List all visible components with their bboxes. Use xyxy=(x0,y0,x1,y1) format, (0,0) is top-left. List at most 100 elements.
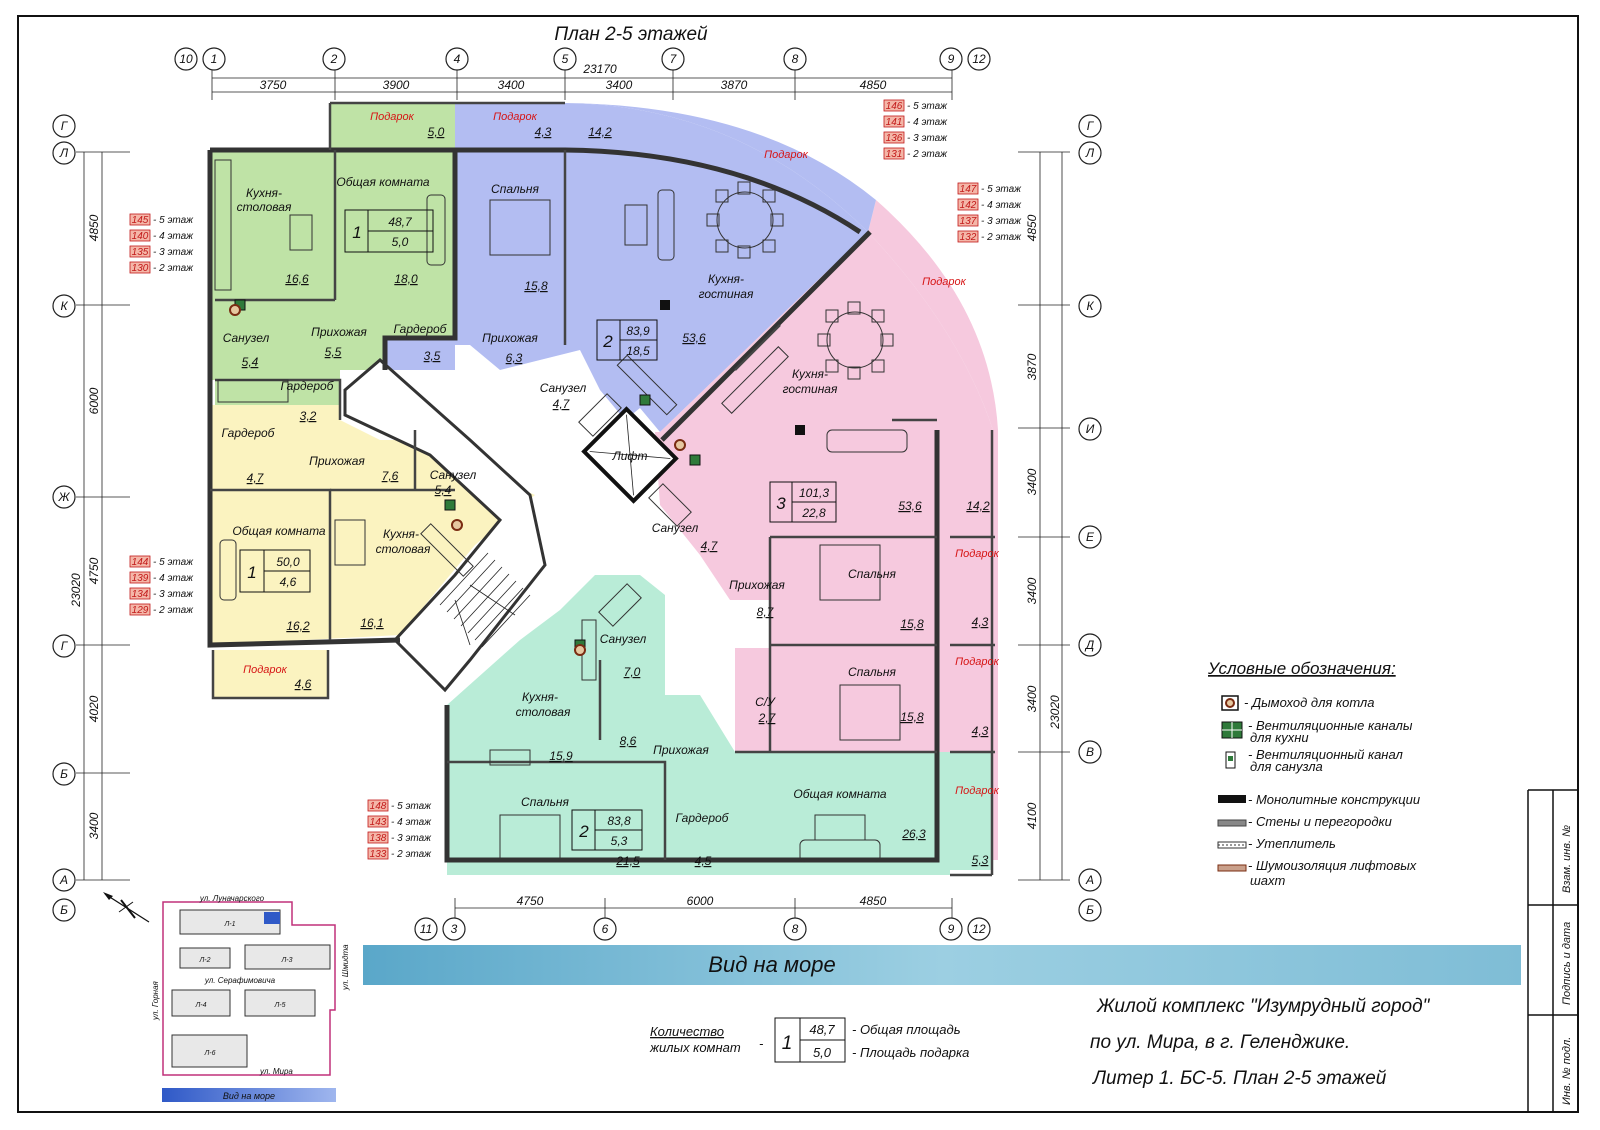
svg-text:83,9: 83,9 xyxy=(626,324,650,338)
svg-text:Г: Г xyxy=(1087,119,1095,133)
svg-text:16,6: 16,6 xyxy=(285,272,309,286)
apartment-5-badge[interactable]: 2 83,8 5,3 xyxy=(571,809,643,851)
svg-text:Прихожая: Прихожая xyxy=(311,325,367,339)
apartment-3-labels: Подарок Кухня- гостиная 53,6 14,2 Санузе… xyxy=(652,276,1000,738)
apartment-1-badge[interactable]: 1 48,7 5,0 xyxy=(344,209,434,253)
sheet-frame xyxy=(17,15,1579,1113)
svg-text:столовая: столовая xyxy=(516,705,571,719)
svg-text:ул. Луначарского: ул. Луначарского xyxy=(199,894,265,903)
apartment-2-badge[interactable]: 2 83,9 18,5 xyxy=(596,319,658,361)
dim-total-top: 23170 xyxy=(582,62,617,76)
svg-text:Л-3: Л-3 xyxy=(280,957,292,964)
svg-text:гостиная: гостиная xyxy=(783,382,838,396)
svg-text:143: 143 xyxy=(370,817,387,828)
svg-text:Количество: Количество xyxy=(650,1024,724,1039)
svg-text:18,5: 18,5 xyxy=(626,344,650,358)
svg-text:4,6: 4,6 xyxy=(295,677,312,691)
svg-text:Прихожая: Прихожая xyxy=(482,331,538,345)
svg-text:9: 9 xyxy=(948,52,955,66)
svg-text:Л-2: Л-2 xyxy=(198,957,210,964)
svg-text:- Общая площадь: - Общая площадь xyxy=(852,1022,961,1037)
floor-list-apt1: 145- 5 этаж 140- 4 этаж 135- 3 этаж 130-… xyxy=(129,213,194,274)
stair-core xyxy=(343,358,547,693)
svg-text:ул. Мира: ул. Мира xyxy=(259,1067,293,1076)
svg-text:10: 10 xyxy=(179,52,193,66)
svg-text:53,6: 53,6 xyxy=(898,499,922,513)
dim-top: 4850 xyxy=(860,78,887,92)
svg-text:- 2 этаж: - 2 этаж xyxy=(153,263,194,274)
apartment-3-badge[interactable]: 3 101,3 22,8 xyxy=(769,481,837,523)
svg-text:3400: 3400 xyxy=(1025,685,1039,712)
svg-text:И: И xyxy=(1086,422,1095,436)
apartment-3-area[interactable] xyxy=(655,232,993,860)
sea-view-label: Вид на море xyxy=(708,952,835,977)
svg-text:6000: 6000 xyxy=(87,387,101,414)
svg-text:16,1: 16,1 xyxy=(360,616,383,630)
svg-text:5,0: 5,0 xyxy=(392,235,409,249)
stamp-signature: Подпись и дата xyxy=(1561,922,1573,1005)
svg-text:А: А xyxy=(59,873,68,887)
apartment-4-gift[interactable] xyxy=(213,650,328,698)
axis-right: Г Л К И Е Д В А Б xyxy=(1078,114,1102,922)
svg-text:- 3 этаж: - 3 этаж xyxy=(153,247,194,258)
apartment-1-area[interactable] xyxy=(210,150,455,420)
svg-text:Прихожая: Прихожая xyxy=(309,454,365,468)
svg-text:6: 6 xyxy=(602,922,609,936)
svg-text:С/У: С/У xyxy=(755,695,776,709)
svg-text:Г: Г xyxy=(61,119,69,133)
svg-text:1: 1 xyxy=(247,563,256,582)
svg-text:Жилой комплекс "Изумрудный гор: Жилой комплекс "Изумрудный город" xyxy=(1096,996,1431,1017)
svg-text:гостиная: гостиная xyxy=(699,287,754,301)
apartment-1-gift[interactable] xyxy=(330,103,455,150)
svg-text:Спальня: Спальня xyxy=(848,665,896,679)
svg-text:Гардероб: Гардероб xyxy=(676,811,730,825)
svg-text:15,8: 15,8 xyxy=(900,710,924,724)
svg-text:4,3: 4,3 xyxy=(972,615,989,629)
apartment-2-area[interactable] xyxy=(385,103,868,432)
svg-text:Л: Л xyxy=(1085,146,1095,160)
site-plan: Л-1 Л-2 Л-3 Л-4 Л-5 Л-6 ул. Луначарского… xyxy=(103,892,350,1102)
svg-text:15,9: 15,9 xyxy=(549,749,573,763)
svg-text:- 5 этаж: - 5 этаж xyxy=(391,801,432,812)
svg-text:1: 1 xyxy=(211,52,218,66)
svg-text:53,6: 53,6 xyxy=(682,331,706,345)
floor-list-apt3: 147- 5 этаж 142- 4 этаж 137- 3 этаж 132-… xyxy=(957,182,1022,243)
svg-text:Ж: Ж xyxy=(57,490,70,504)
svg-text:- 5 этаж: - 5 этаж xyxy=(907,101,948,112)
svg-text:147: 147 xyxy=(960,184,977,195)
svg-text:Санузел: Санузел xyxy=(223,331,270,345)
svg-text:2,7: 2,7 xyxy=(758,711,777,725)
apartment-5-area[interactable] xyxy=(447,575,950,875)
svg-text:16,2: 16,2 xyxy=(286,619,310,633)
stamp-inventory: Инв. № подл. xyxy=(1561,1037,1573,1105)
axis-bottom: 11 3 6 8 9 12 xyxy=(414,917,991,941)
svg-text:Общая комната: Общая комната xyxy=(232,524,326,538)
svg-text:3400: 3400 xyxy=(1025,577,1039,604)
svg-text:3400: 3400 xyxy=(1025,468,1039,495)
svg-text:4850: 4850 xyxy=(1025,214,1039,241)
floor-list-apt4: 144- 5 этаж 139- 4 этаж 134- 3 этаж 129-… xyxy=(129,555,194,616)
svg-text:129: 129 xyxy=(132,605,149,616)
svg-text:5,4: 5,4 xyxy=(435,483,452,497)
svg-text:- 2 этаж: - 2 этаж xyxy=(391,849,432,860)
svg-text:133: 133 xyxy=(370,849,387,860)
svg-text:1: 1 xyxy=(782,1033,793,1054)
svg-text:Прихожая: Прихожая xyxy=(729,578,785,592)
svg-text:Спальня: Спальня xyxy=(491,182,539,196)
apartment-5-gift[interactable] xyxy=(950,752,992,870)
svg-text:Кухня-: Кухня- xyxy=(708,272,744,286)
svg-text:5,5: 5,5 xyxy=(325,345,342,359)
svg-text:Подарок: Подарок xyxy=(922,276,967,288)
svg-text:26,3: 26,3 xyxy=(901,827,926,841)
dim-top: 3870 xyxy=(721,78,748,92)
svg-text:7,0: 7,0 xyxy=(624,665,641,679)
dim-total-left: 23020 xyxy=(69,573,83,608)
svg-text:21,5: 21,5 xyxy=(615,854,640,868)
dim-bottom: 4850 xyxy=(860,894,887,908)
svg-text:4850: 4850 xyxy=(87,214,101,241)
svg-text:4,3: 4,3 xyxy=(972,724,989,738)
key: Количество жилых комнат - 1 48,7 5,0 - О… xyxy=(649,1017,969,1063)
svg-text:жилых комнат: жилых комнат xyxy=(649,1040,741,1055)
apartment-4-badge[interactable]: 1 50,0 4,6 xyxy=(239,549,311,593)
bottom-dimensions: 4750 6000 4850 xyxy=(454,894,953,918)
